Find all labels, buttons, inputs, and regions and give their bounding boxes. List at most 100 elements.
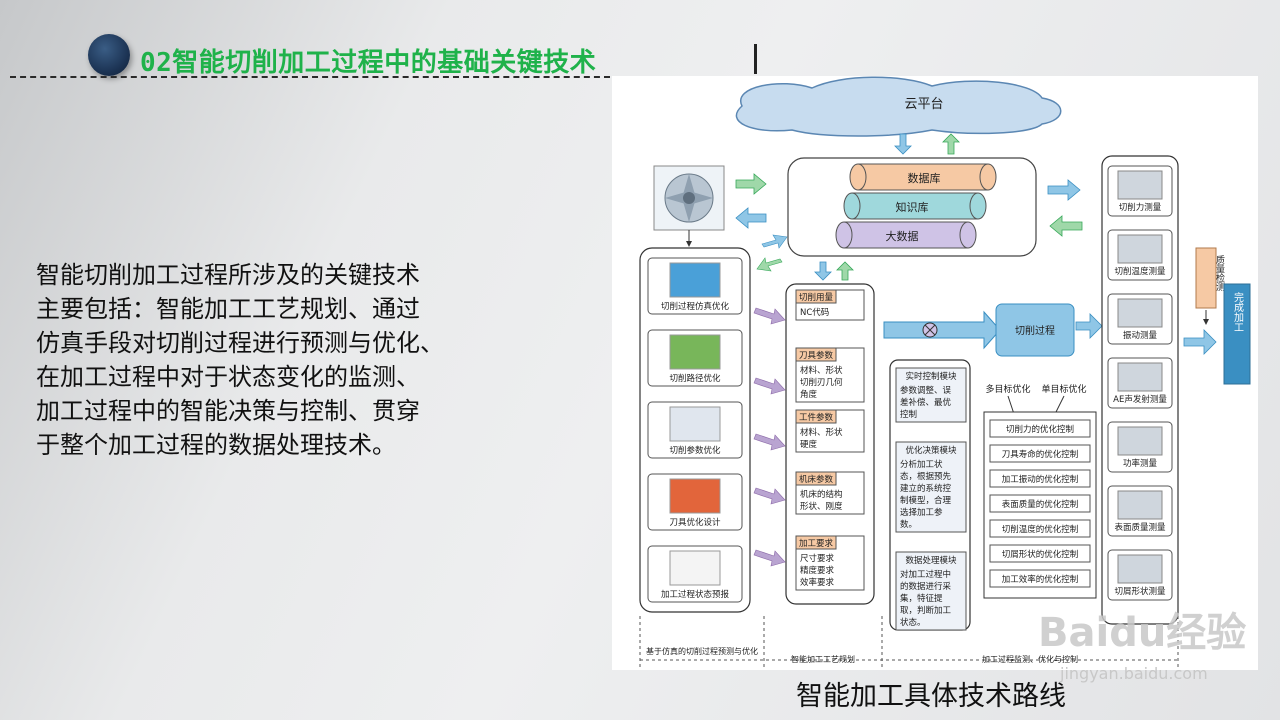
quality-check-box — [1195, 247, 1217, 309]
control-module-line: 差补偿、最优 — [900, 397, 952, 408]
optimization-item-label: 表面质量的优化控制 — [1002, 499, 1079, 510]
simulation-thumbnail — [669, 334, 721, 370]
measurement-item-label: 切屑形状测量 — [1114, 586, 1166, 597]
param-title-tag — [795, 289, 837, 304]
control-module-line: 控制 — [900, 409, 917, 420]
figure-caption: 智能加工具体技术路线 — [796, 681, 1066, 712]
param-title-tag — [795, 471, 837, 486]
process-flow-arrow — [883, 310, 1001, 350]
param-title-tag — [795, 347, 837, 362]
up-arrow-icon — [836, 261, 854, 281]
cutting-process-label: 切削过程 — [1015, 324, 1055, 337]
body-line: 加工过程中的智能决策与控制、贯穿 — [36, 397, 420, 425]
control-module-title: 实时控制模块 — [905, 371, 957, 382]
finish-box — [1223, 283, 1251, 385]
left-arrow-icon — [735, 207, 767, 229]
param-line: 尺寸要求 — [800, 553, 835, 564]
param-line: 精度要求 — [800, 565, 835, 576]
param-line: 效率要求 — [800, 577, 835, 588]
technology-roadmap-figure: 云平台 数据库 知识库 大数据 切削过程仿真优化切削路径优化切削参 — [612, 76, 1258, 670]
simulation-thumbnail — [669, 478, 721, 514]
footer-label: 智能加工工艺规划 — [791, 654, 855, 664]
optimization-item — [989, 544, 1091, 563]
multi-objective-label: 多目标优化 — [985, 383, 1030, 395]
down-arrow-icon — [894, 133, 912, 155]
control-module-line: 取，判断加工 — [900, 605, 952, 616]
right-arrow-icon — [753, 487, 786, 505]
measurement-thumbnail — [1117, 234, 1163, 264]
up-arrow-icon — [942, 133, 960, 155]
knowledge-cylinder: 知识库 — [843, 192, 987, 220]
measurement-item-label: 功率测量 — [1123, 458, 1158, 469]
simulation-thumbnail — [669, 406, 721, 442]
control-module-line: 集，特征提 — [900, 593, 943, 604]
cloud-label: 云平台 — [904, 97, 943, 112]
right-arrow-icon — [1075, 313, 1103, 339]
control-module-line: 的数据进行采 — [900, 581, 952, 592]
param-title: 刀具参数 — [799, 350, 834, 361]
optimization-item-label: 切削温度的优化控制 — [1002, 524, 1079, 535]
param-title: 工件参数 — [799, 412, 834, 423]
right-arrow-icon — [1047, 179, 1081, 201]
control-module-line: 数。 — [900, 519, 917, 530]
optimization-item-label: 加工振动的优化控制 — [1002, 474, 1079, 485]
control-module — [895, 441, 967, 533]
optimization-item-label: 切屑形状的优化控制 — [1002, 549, 1079, 560]
database-label: 数据库 — [908, 171, 941, 185]
slide-title: 02智能切削加工过程中的基础关键技术 — [140, 48, 597, 78]
optimization-item — [989, 494, 1091, 513]
simulation-item-label: 切削路径优化 — [669, 373, 721, 384]
control-module-line: 态，根据预先 — [900, 471, 952, 482]
body-line: 于整个加工过程的数据处理技术。 — [36, 431, 396, 459]
knowledge-label: 知识库 — [896, 200, 929, 214]
measurement-thumbnail — [1117, 426, 1163, 456]
optimization-item — [989, 444, 1091, 463]
right-arrow-icon — [1183, 329, 1217, 355]
body-line: 智能切削加工过程所涉及的关键技术 — [36, 261, 420, 289]
footer-label: 基于仿真的切削过程预测与优化 — [646, 646, 758, 656]
diagonal-arrow-icon — [756, 257, 783, 272]
left-arrow-icon — [1049, 215, 1083, 237]
right-arrow-icon — [753, 377, 786, 395]
param-title-tag — [795, 409, 837, 424]
cutting-process-box — [995, 303, 1075, 357]
right-arrow-icon — [753, 433, 786, 451]
param-line: 机床的结构 — [800, 489, 843, 500]
simulation-item-label: 刀具优化设计 — [669, 517, 721, 528]
measurement-item-label: 振动测量 — [1123, 330, 1158, 341]
control-module-line: 建立的系统控 — [900, 483, 952, 494]
measurement-thumbnail — [1117, 554, 1163, 584]
param-title: 机床参数 — [799, 474, 834, 485]
measurement-thumbnail — [1117, 362, 1163, 392]
control-module-line: 状态。 — [900, 617, 926, 628]
down-arrow-icon — [814, 261, 832, 281]
control-module — [895, 367, 967, 423]
optimization-item — [989, 419, 1091, 438]
param-line: NC代码 — [800, 307, 829, 318]
simulation-thumbnail — [669, 262, 721, 298]
optimization-item-label: 加工效率的优化控制 — [1002, 574, 1079, 585]
optimization-item-label: 刀具寿命的优化控制 — [1002, 449, 1079, 460]
body-line: 仿真手段对切削过程进行预测与优化、 — [36, 329, 444, 357]
control-module-title: 优化决策模块 — [905, 445, 957, 456]
right-arrow-icon — [753, 307, 786, 325]
simulation-thumbnail — [669, 550, 721, 586]
control-module-line: 制模型，合理 — [900, 495, 952, 506]
param-line: 材料、形状 — [800, 427, 843, 438]
measurement-thumbnail — [1117, 298, 1163, 328]
optimization-item — [989, 569, 1091, 588]
bigdata-label: 大数据 — [886, 229, 919, 243]
finish-label: 完成加工 — [1232, 291, 1244, 332]
param-title-tag — [795, 535, 837, 550]
param-line: 角度 — [800, 389, 818, 400]
measurement-item-label: 切削力测量 — [1119, 202, 1162, 213]
optimization-item — [989, 519, 1091, 538]
bigdata-cylinder: 大数据 — [835, 221, 977, 249]
title-bullet-dot — [88, 34, 130, 76]
cloud-platform: 云平台 — [735, 76, 1062, 137]
simulation-item-label: 加工过程状态预报 — [661, 589, 730, 600]
measurement-item-label: 表面质量测量 — [1114, 522, 1166, 533]
body-paragraph: 智能切削加工过程所涉及的关键技术 主要包括：智能加工工艺规划、通过 仿真手段对切… — [36, 258, 576, 462]
simulation-item-label: 切削参数优化 — [669, 445, 721, 456]
title-divider — [10, 76, 610, 78]
